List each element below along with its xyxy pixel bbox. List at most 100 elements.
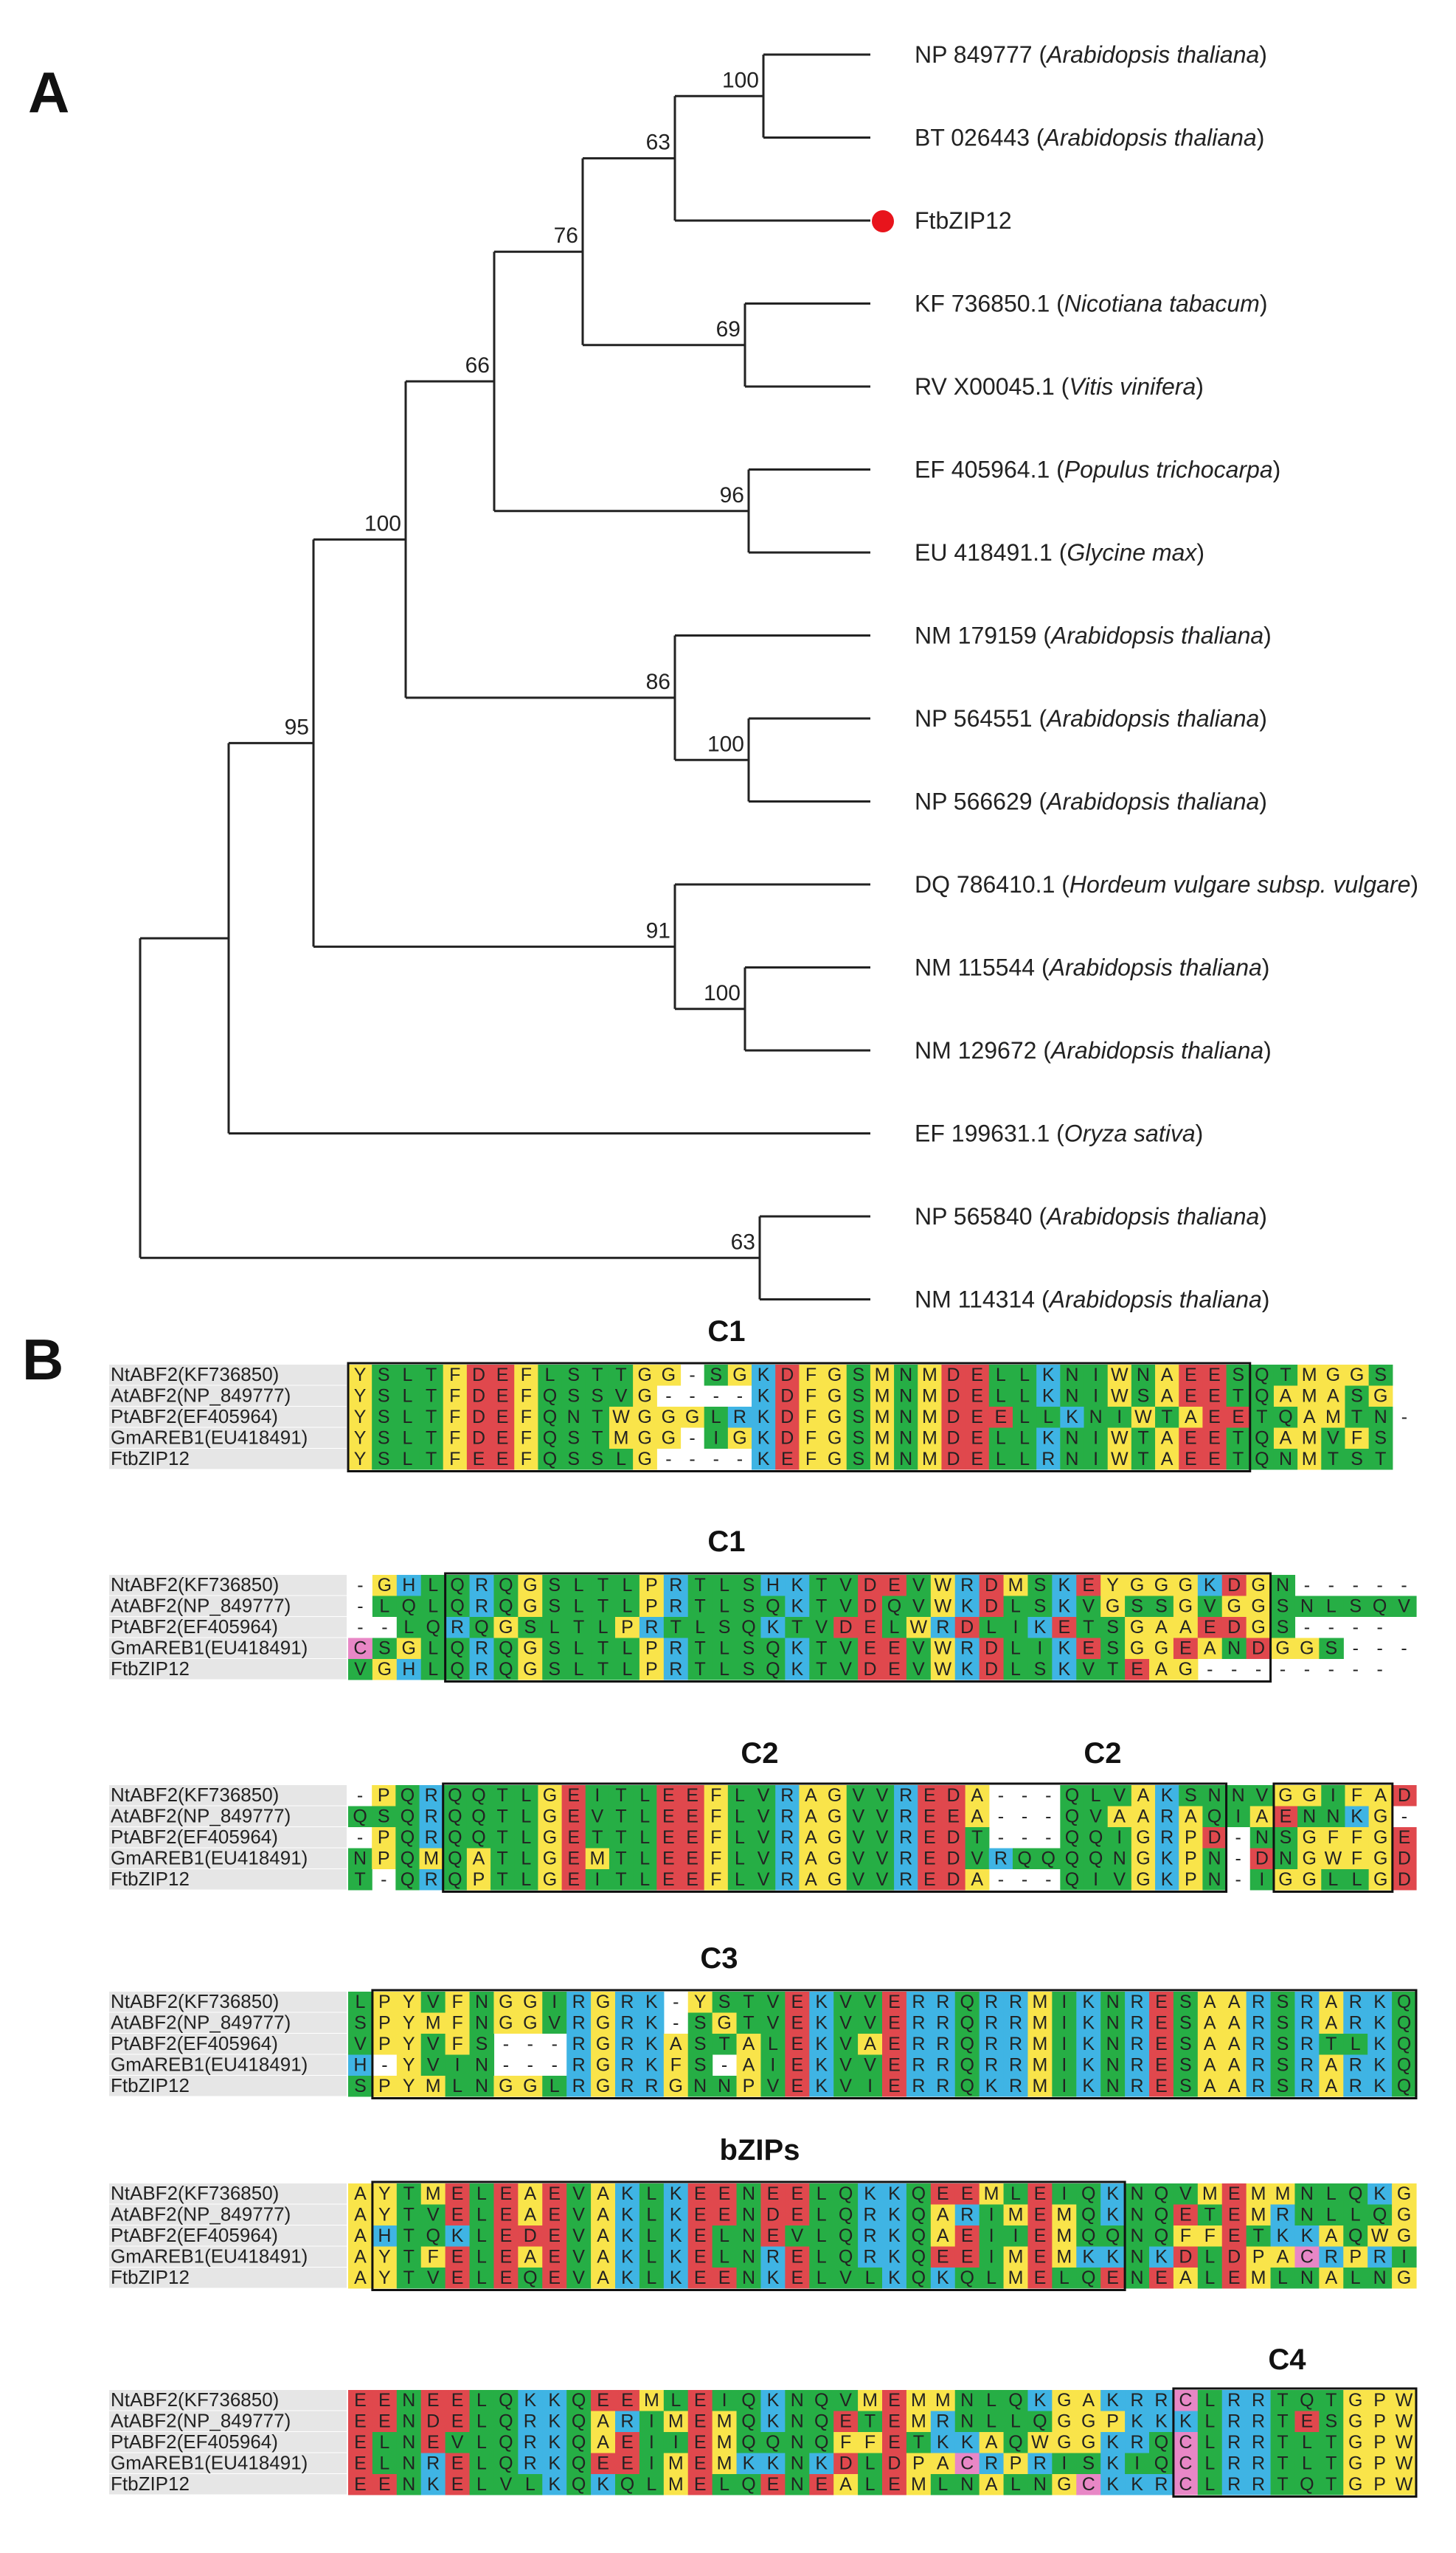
residue: A	[1155, 1659, 1168, 1680]
residue: S	[378, 1365, 390, 1385]
residue-cell	[514, 1385, 539, 1407]
residue: S	[548, 1659, 561, 1680]
residue: A	[1204, 2034, 1216, 2054]
paren: (	[1053, 539, 1067, 566]
residue: R	[1252, 2034, 1265, 2054]
residue: F	[805, 1449, 817, 1469]
residue: E	[1155, 2013, 1168, 2034]
residue-cell	[538, 1848, 563, 1869]
residue: Q	[1154, 2432, 1168, 2453]
residue-cell	[469, 1659, 495, 1680]
residue-cell	[372, 1427, 396, 1449]
residue-cell	[918, 1785, 943, 1807]
residue: R	[475, 1596, 488, 1617]
residue-cell	[752, 1407, 776, 1428]
residue: I	[770, 2055, 775, 2076]
residue-cell	[585, 1785, 610, 1807]
residue-cell	[1003, 1992, 1029, 2013]
residue-cell	[712, 1638, 738, 1659]
residue: E	[888, 1992, 901, 2012]
residue: A	[805, 1849, 817, 1869]
residue: L	[817, 2247, 827, 2268]
residue-cell	[988, 1407, 1013, 1428]
residue: -	[1207, 1659, 1213, 1680]
residue: K	[548, 2432, 561, 2453]
residue-cell	[518, 1659, 543, 1680]
residue-cell	[1202, 1848, 1227, 1869]
residue: G	[662, 1365, 676, 1385]
residue-cell	[1036, 1427, 1061, 1449]
residue: I	[552, 1992, 557, 2012]
residue: N	[1227, 1638, 1241, 1659]
residue-cell	[894, 1427, 918, 1449]
residue: K	[758, 1386, 770, 1407]
residue: L	[402, 1428, 412, 1449]
residue: L	[719, 2247, 729, 2268]
residue: T	[1325, 2432, 1337, 2453]
residue-cell	[822, 1407, 847, 1428]
residue: S	[1351, 1449, 1363, 1469]
residue: R	[475, 1575, 488, 1596]
residue: S	[852, 1407, 864, 1427]
residue: W	[1396, 2411, 1413, 2432]
residue: G	[1302, 1785, 1316, 1806]
residue: E	[621, 2390, 634, 2411]
residue: K	[815, 1992, 828, 2012]
residue: T	[615, 1365, 626, 1385]
residue: T	[497, 1869, 508, 1890]
leaf-accession: RV X00045.1	[915, 373, 1055, 400]
residue: R	[936, 2076, 949, 2096]
sequence-name-bg	[109, 1827, 347, 1848]
residue: G	[637, 1428, 651, 1449]
residue: S	[1034, 1596, 1047, 1617]
residue: L	[623, 1659, 633, 1680]
residue: R	[524, 2432, 537, 2453]
residue: I	[713, 1428, 718, 1449]
residue: S	[1277, 1617, 1289, 1638]
residue: K	[645, 2013, 658, 2034]
residue: E	[1280, 1807, 1292, 1827]
residue-cell	[941, 1869, 966, 1891]
residue: I	[1013, 1617, 1019, 1638]
residue: R	[1009, 2034, 1022, 2054]
residue: Q	[1081, 2183, 1095, 2204]
leaf-accession: NP 849777	[915, 41, 1033, 68]
residue: L	[402, 1407, 412, 1427]
residue: V	[839, 2268, 852, 2288]
residue: L	[817, 2183, 827, 2204]
residue: E	[567, 1785, 580, 1806]
residue: A	[1204, 2076, 1216, 2096]
residue-cell	[775, 1407, 800, 1428]
residue-cell	[348, 1659, 373, 1680]
residue: M	[1251, 2183, 1266, 2204]
residue-cell	[538, 1785, 563, 1807]
residue: I	[1093, 1449, 1098, 1469]
residue: V	[815, 1617, 828, 1638]
residue: R	[1227, 2453, 1241, 2474]
residue: E	[888, 1638, 901, 1659]
residue: N	[567, 1407, 580, 1427]
leaf-accession: NM 179159	[915, 623, 1036, 649]
residue: E	[451, 2247, 464, 2268]
residue: S	[1277, 2013, 1289, 2034]
residue: T	[1233, 1449, 1244, 1469]
leaf-species: Arabidopsis thaliana	[1050, 623, 1263, 649]
residue: P	[1373, 2474, 1386, 2495]
residue: E	[1228, 2268, 1241, 2288]
residue-cell	[894, 1365, 918, 1386]
residue: K	[621, 2247, 634, 2268]
residue: L	[623, 1575, 633, 1596]
leaf-label: BT 026443 (Arabidopsis thaliana)	[915, 125, 1264, 151]
residue: -	[1255, 1659, 1261, 1680]
residue: T	[497, 1807, 508, 1827]
residue-cell	[469, 1617, 495, 1638]
residue: E	[791, 2034, 803, 2054]
residue-cell	[1107, 1806, 1132, 1827]
residue-cell	[1321, 1806, 1346, 1827]
residue: L	[1204, 2474, 1215, 2495]
residue: D	[947, 1849, 960, 1869]
residue: L	[574, 1596, 584, 1617]
residue: N	[475, 2076, 488, 2096]
residue: R	[1009, 2055, 1022, 2076]
residue: -	[1304, 1659, 1310, 1680]
